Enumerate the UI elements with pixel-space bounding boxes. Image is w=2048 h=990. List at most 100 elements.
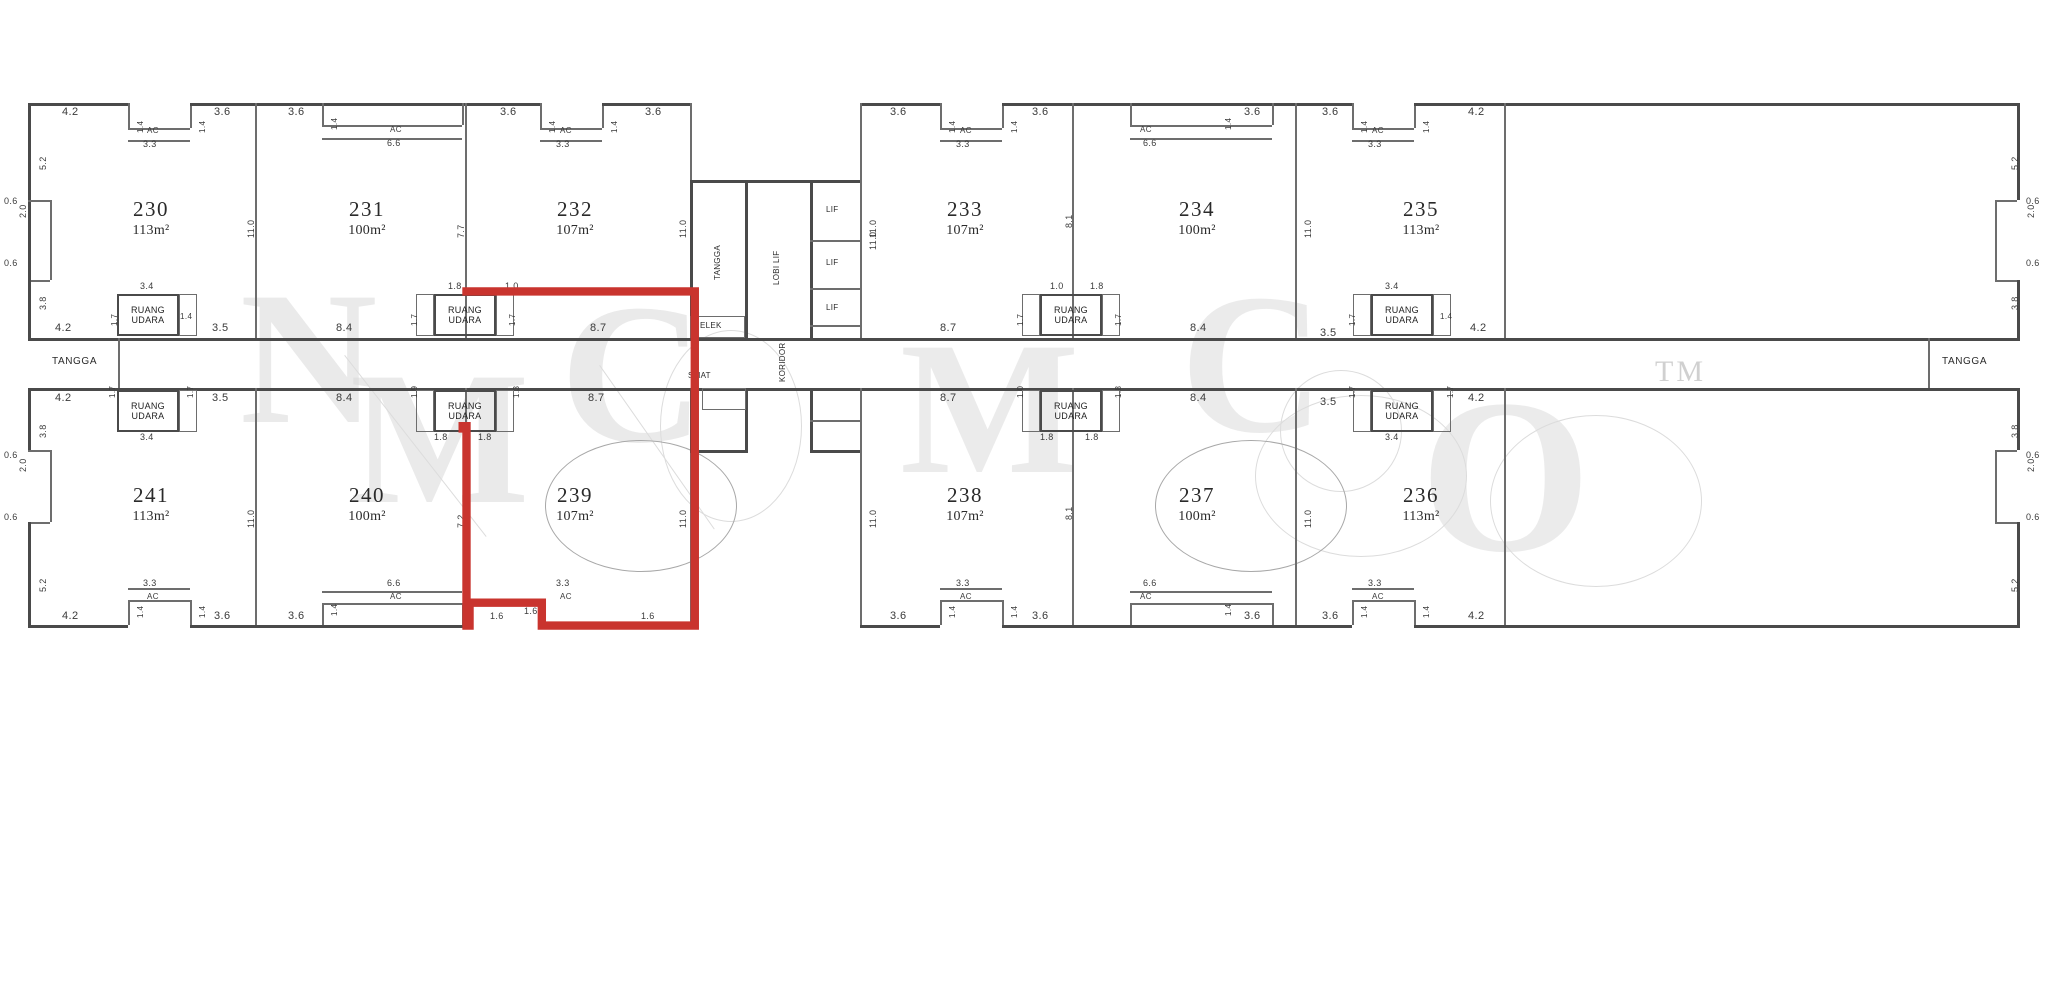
exterior-jog	[1995, 522, 2017, 524]
ac-recess-wall	[940, 103, 942, 128]
unit-number: 232	[557, 197, 593, 221]
unit-label-241: 241 113m²	[96, 482, 206, 526]
unit-divider	[1072, 388, 1074, 625]
dim-bottom: 1.4	[1360, 605, 1369, 618]
corridor-wall-bottom	[28, 388, 2020, 391]
dim-corridor-top: 1.7	[1016, 313, 1025, 326]
dim-corridor-bottom: 4.2	[1468, 392, 1485, 404]
exterior-wall-left	[28, 103, 31, 200]
unit-number: 234	[1179, 197, 1215, 221]
ac-ledge	[1130, 138, 1272, 140]
unit-number: 233	[947, 197, 983, 221]
ac-recess-wall	[1414, 600, 1416, 625]
exterior-wall-left	[28, 280, 31, 338]
ac-ledge	[128, 600, 190, 602]
lif-divider	[810, 325, 860, 327]
dim-ac-label: AC	[1372, 126, 1384, 135]
dim-top: 3.6	[1244, 106, 1261, 118]
dim-top: 3.6	[890, 106, 907, 118]
ac-recess-wall	[128, 600, 130, 625]
ac-recess-wall	[1130, 103, 1132, 125]
ac-ledge	[540, 140, 602, 142]
dim-top: 4.2	[62, 106, 79, 118]
exterior-wall-top	[860, 103, 940, 106]
shaft-line1: RUANG	[1384, 304, 1419, 315]
dim-inner-v: 7.2	[456, 514, 466, 528]
exterior-jog	[28, 200, 50, 202]
unit-divider	[255, 388, 257, 625]
smat-room	[702, 388, 746, 410]
dim-corridor-bottom: 8.7	[940, 392, 957, 404]
dim-bottom: 3.6	[1322, 610, 1339, 622]
ac-recess-wall	[462, 603, 464, 625]
dim-right: 0.6	[2026, 512, 2040, 522]
exterior-wall-right	[2017, 280, 2020, 338]
dim-top: 1.4	[136, 120, 145, 133]
exterior-wall-bottom	[28, 625, 128, 628]
dim-corridor-bottom: 4.2	[55, 392, 72, 404]
exterior-wall-bottom	[1002, 625, 1274, 628]
shaft-line2: UDARA	[1054, 315, 1088, 325]
unit-area: 100m²	[348, 509, 386, 525]
shaft-line2: UDARA	[1054, 411, 1088, 421]
door-swing-arc	[1155, 440, 1347, 572]
shaft-line1: RUANG	[130, 400, 165, 411]
room-label-tangga-core: TANGGA	[713, 245, 722, 280]
dim-top: 1.4	[1360, 120, 1369, 133]
ac-ledge	[128, 128, 190, 130]
room-label-lif: LIF	[826, 303, 839, 312]
unit-label-235: 235 113m²	[1366, 196, 1476, 240]
dim-corridor-top: 1.7	[410, 313, 419, 326]
dim-corridor-top: 1.7	[1348, 313, 1357, 326]
ac-recess-wall	[462, 103, 464, 125]
dim-top: 1.4	[610, 120, 619, 133]
dim-inner-v: 8.1	[1064, 214, 1074, 228]
dim-top: 1.4	[1010, 120, 1019, 133]
dim-right: 0.6	[2026, 196, 2040, 206]
unit-number: 236	[1403, 483, 1439, 507]
exterior-wall-right	[2017, 103, 2020, 200]
dim-bottom: 6.6	[1143, 578, 1157, 588]
dim-bottom: 1.4	[136, 605, 145, 618]
dim-bottom: 4.2	[62, 610, 79, 622]
shaft-duct	[1433, 390, 1451, 432]
room-label-lif: LIF	[826, 258, 839, 267]
dim-ac-label: AC	[960, 126, 972, 135]
ac-ledge	[940, 600, 1002, 602]
dim-corridor-top: 1.0	[505, 281, 519, 291]
ac-ledge	[1130, 125, 1272, 127]
dim-corridor-top: 1.7	[110, 313, 119, 326]
unit-area: 113m²	[132, 509, 170, 525]
ac-recess-wall	[1352, 103, 1354, 128]
room-label-tangga-right: TANGGA	[1942, 356, 1988, 367]
dim-right: 2.0	[2026, 458, 2036, 472]
unit-number: 241	[133, 483, 169, 507]
unit-divider	[1504, 103, 1506, 338]
tangga-right-wall	[1928, 338, 1930, 388]
shaft-duct	[1353, 294, 1371, 336]
dim-top: 3.6	[500, 106, 517, 118]
dim-top: 3.6	[1032, 106, 1049, 118]
dim-corridor-bottom: 1.8	[1085, 432, 1099, 442]
unit-number: 231	[349, 197, 385, 221]
shaft-duct	[1433, 294, 1451, 336]
core-wall	[810, 388, 813, 450]
room-label-smat: SMAT	[688, 371, 711, 380]
dim-left: 3.8	[38, 424, 48, 438]
dim-top: 3.3	[556, 139, 570, 149]
ac-ledge	[940, 140, 1002, 142]
ac-ledge	[1352, 600, 1414, 602]
ac-ledge	[540, 128, 602, 130]
unit-divider	[1072, 103, 1074, 338]
unit-divider	[860, 103, 862, 338]
shaft-line1: RUANG	[1053, 304, 1088, 315]
exterior-wall-left	[28, 388, 31, 450]
ac-recess-wall	[1272, 603, 1274, 625]
unit-label-238: 238 107m²	[910, 482, 1020, 526]
exterior-wall-top	[190, 103, 465, 106]
dim-top: 4.2	[1468, 106, 1485, 118]
dim-bottom: 3.6	[1032, 610, 1049, 622]
dim-bottom: 3.3	[956, 578, 970, 588]
